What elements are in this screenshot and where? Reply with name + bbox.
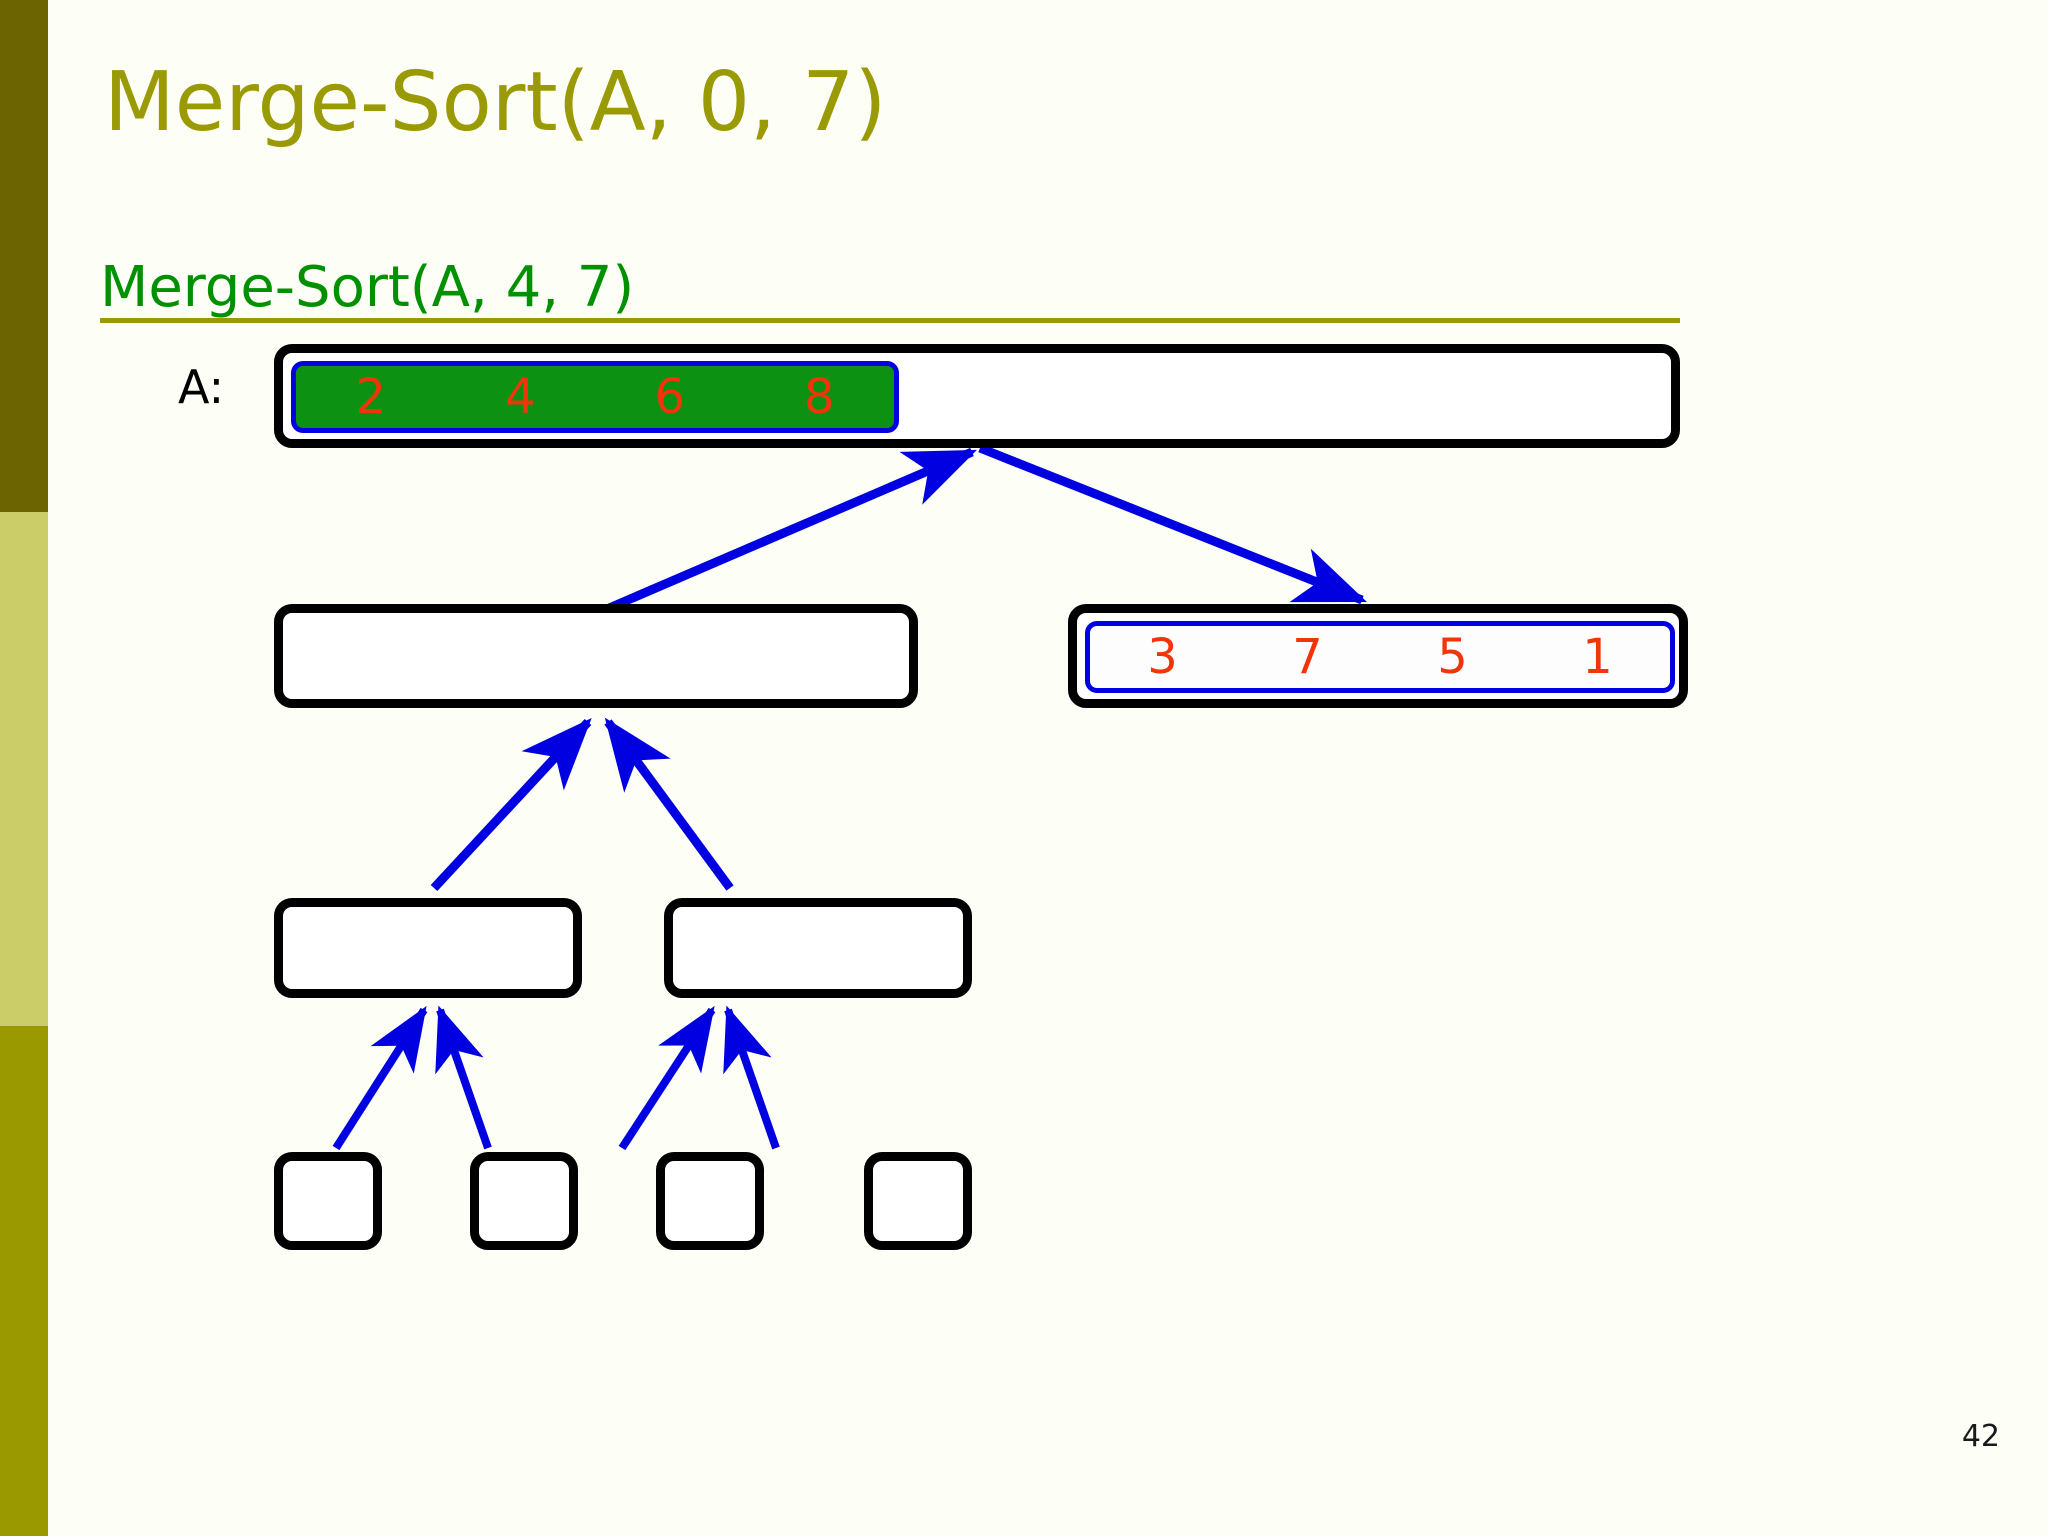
page-number: 42 (1961, 1419, 2000, 1454)
cell-value: 1 (1582, 629, 1613, 685)
strip-root-left-half[interactable]: 2 4 6 8 (291, 361, 899, 433)
sidebar-band-bottom (0, 1026, 48, 1536)
cell-value: 2 (355, 369, 387, 425)
node-root-array[interactable]: 2 4 6 8 (274, 344, 1680, 448)
array-label: A: (178, 360, 225, 414)
node-quarter-1[interactable] (274, 898, 582, 998)
cell-value: 7 (1292, 629, 1323, 685)
node-quarter-2[interactable] (664, 898, 972, 998)
decorative-sidebar (0, 0, 48, 1536)
node-leaf-4[interactable] (864, 1152, 972, 1250)
title-divider-line (100, 318, 1680, 323)
sidebar-band-middle (0, 512, 48, 1026)
cell-value: 4 (504, 369, 536, 425)
slide-subtitle: Merge-Sort(A, 4, 7) (100, 255, 635, 320)
cell-value: 3 (1147, 629, 1178, 685)
node-leaf-2[interactable] (470, 1152, 578, 1250)
cell-value: 8 (803, 369, 835, 425)
node-left-half[interactable] (274, 604, 918, 708)
node-leaf-3[interactable] (656, 1152, 764, 1250)
node-right-half[interactable]: 3 7 5 1 (1068, 604, 1688, 708)
cell-value: 6 (654, 369, 686, 425)
node-leaf-1[interactable] (274, 1152, 382, 1250)
sidebar-band-top (0, 0, 48, 512)
strip-right-half[interactable]: 3 7 5 1 (1085, 621, 1675, 693)
slide-title: Merge-Sort(A, 0, 7) (104, 55, 887, 150)
cell-value: 5 (1437, 629, 1468, 685)
